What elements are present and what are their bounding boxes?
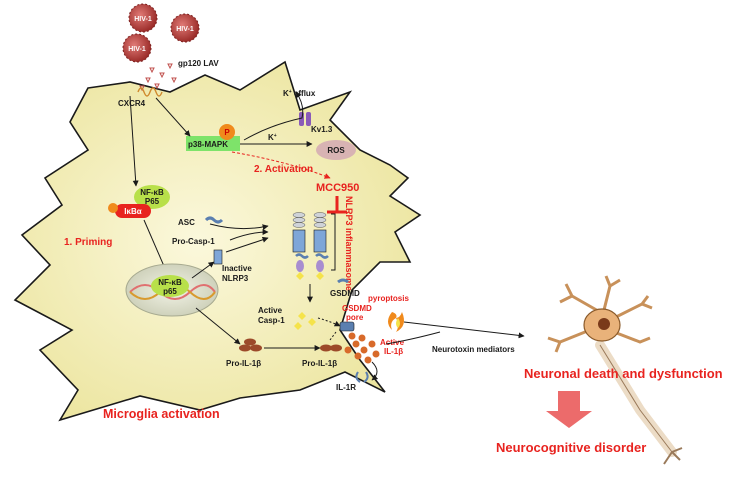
neurocognitive-label: Neurocognitive disorder <box>496 440 646 455</box>
pro-il1b-right-icons <box>320 344 342 352</box>
arrow-proil1b-pore <box>329 331 337 341</box>
priming-label: 1. Priming <box>64 237 112 248</box>
hiv-label-1: HIV-1 <box>134 16 152 23</box>
nlrp3-label: NLRP3 <box>222 274 249 283</box>
activation-label: 2. Activation <box>254 164 313 175</box>
gsdmd-pore-icon <box>339 321 355 332</box>
arrow-k-efflux <box>243 91 304 141</box>
nfkb-nucleus-blob <box>151 275 189 297</box>
neuronal-death-label: Neuronal death and dysfunction <box>524 366 723 381</box>
gsdmd-pore-label-2: pore <box>346 313 364 322</box>
inflammasome-label: NLRP3 inflammasome <box>344 196 354 291</box>
hiv-label-3: HIV-1 <box>128 46 146 53</box>
microglia-label: Microglia activation <box>103 407 220 421</box>
mcc950-label: MCC950 <box>316 182 359 194</box>
asc-label: ASC <box>178 218 195 227</box>
hiv-label-2: HIV-1 <box>176 26 194 33</box>
arrow-il1b-il1r <box>371 361 379 381</box>
ros-blob <box>316 140 356 160</box>
nucleus-p65-label: p65 <box>163 287 177 296</box>
hiv-virion-icon: HIV-1 <box>170 13 200 43</box>
arrow-activation <box>231 151 331 179</box>
arrow-cxcr4-nfkb <box>129 95 139 187</box>
active-casp1-label-2: Casp-1 <box>258 316 285 325</box>
phospho-label: P <box>224 128 230 137</box>
gsdmd-pore-label-1: GSDMD <box>342 304 372 313</box>
gp120-label: gp120 LAV <box>178 59 219 68</box>
big-down-arrow-icon <box>546 391 592 428</box>
dna-strand-icon <box>129 284 216 300</box>
cxcr4-label: CXCR4 <box>118 99 146 108</box>
active-il1b-label-2: IL-1β <box>384 347 403 356</box>
il1r-label: IL-1R <box>336 383 356 392</box>
nfkb-label: NF-κB <box>140 188 164 197</box>
arrow-cxcr4-p38 <box>155 97 191 137</box>
pro-il1b-left-label: Pro-IL-1β <box>226 359 261 368</box>
nfkb-cytoplasm-blob <box>134 185 170 209</box>
k-ion-label: K+ <box>268 133 277 142</box>
pro-casp1-label: Pro-Casp-1 <box>172 237 215 246</box>
ikba-label: IκBα <box>124 207 141 216</box>
pyroptosis-label: pyroptosis <box>368 294 409 303</box>
arrow-inactive-nlrp3 <box>225 236 269 253</box>
kv13-label: Kv1.3 <box>311 125 333 134</box>
pro-il1b-left-icons <box>239 338 262 352</box>
cxcr4-receptor-icon <box>137 87 163 97</box>
neuron-icon <box>547 275 683 465</box>
inactive-label: Inactive <box>222 264 252 273</box>
gsdmd-protein-icon <box>337 278 349 284</box>
il1r-receptor-icon <box>355 371 369 383</box>
k-efflux-label: K+ efflux <box>283 89 316 98</box>
arrow-nucleus-nlrp3 <box>191 261 215 279</box>
active-casp1-icons <box>294 312 316 330</box>
ikba-phospho-icon <box>108 203 118 213</box>
hiv-virions: HIV-1 HIV-1 HIV-1 <box>122 3 200 63</box>
inhibition-bar-icon <box>327 196 347 214</box>
nucleus-nfkb-label: NF-κB <box>158 278 182 287</box>
inactive-nlrp3-icon <box>213 249 223 265</box>
arrow-casp1-gsdmd <box>317 317 341 327</box>
pro-il1b-right-label: Pro-IL-1β <box>302 359 337 368</box>
arrow-asc <box>209 223 269 231</box>
phospho-badge-icon <box>219 124 235 140</box>
asc-protein-icon <box>204 216 224 224</box>
mediators-label: Neurotoxin mediators <box>432 345 515 354</box>
flame-icon <box>396 318 400 328</box>
kv13-channel-icon <box>306 112 311 126</box>
nlrp3-inflammasome-complex <box>292 212 336 280</box>
hiv-virion-icon: HIV-1 <box>128 3 158 33</box>
arrow-il1b-join <box>385 331 441 345</box>
active-il1b-icons <box>344 332 380 364</box>
gsdmd-label: GSDMD <box>330 289 360 298</box>
arrow-procasp1 <box>229 229 269 241</box>
arrow-nucleus-proil1b <box>195 307 241 345</box>
ikba-box <box>115 204 151 218</box>
p38-label: p38-MAPK <box>188 140 228 149</box>
ros-label: ROS <box>327 146 345 155</box>
flame-icon <box>388 312 404 332</box>
arrow-to-neuron <box>403 321 525 339</box>
hiv-virion-icon: HIV-1 <box>122 33 152 63</box>
active-casp1-label-1: Active <box>258 306 283 315</box>
p65-label: P65 <box>145 197 160 206</box>
